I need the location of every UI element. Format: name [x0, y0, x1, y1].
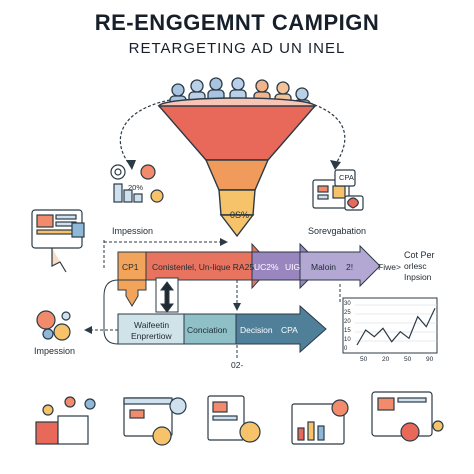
chart-series-line	[356, 308, 436, 346]
chart-x-tick: 90	[426, 356, 434, 363]
curve-arrow-right-head	[330, 160, 341, 170]
gears-network-icon	[36, 310, 71, 341]
podium-people-icon	[35, 396, 96, 445]
flow-segment-d: Maloin	[311, 262, 337, 272]
page-title: RE-ENGGEMNT CAMPIGN	[94, 10, 380, 35]
chart-y-tick: 10	[344, 337, 351, 343]
left-mid-label: Impession	[34, 346, 76, 356]
flow-segment-e: 2!	[346, 262, 354, 272]
chart-y-tick: 25	[344, 310, 351, 316]
line-chart	[342, 297, 438, 354]
dashed-connector-head	[220, 238, 228, 246]
flow-bottom-cpa: CPA	[281, 325, 298, 335]
flow-segment-c: UIG	[285, 262, 301, 272]
flow-segment-f: Fiwe>	[378, 262, 401, 272]
browser-dollar-icon	[123, 397, 187, 446]
flow-bottom-decision: Decision	[240, 325, 273, 335]
flow-segment-b: UC2%	[254, 262, 279, 272]
chart-y-tick: 20	[344, 319, 351, 325]
chart-x-tick: 50	[404, 356, 412, 363]
right-top-badge: CPA	[339, 173, 354, 182]
left-top-label: Impession	[112, 226, 154, 236]
monitor-gear-icon	[371, 391, 444, 442]
flow-right-note-3: Inpsion	[404, 272, 432, 282]
flow-bottom-mid: Conciation	[187, 325, 228, 335]
curve-arrow-right	[299, 99, 346, 166]
flow-bottom-below: 02-	[231, 360, 244, 370]
flow-right-note-2: orlesc	[404, 261, 427, 271]
gear-dollar-bulb-icon	[110, 164, 164, 203]
page-subtitle: RETARGETING AD UN INEL	[128, 40, 346, 57]
flow-segment-a: Conistenlel, Un-lique RA25	[152, 262, 255, 272]
curve-arrow-left-head	[126, 160, 136, 170]
flow-bottom-left-2: Enprertiow	[131, 331, 172, 341]
flow-bottom-arrows	[117, 304, 327, 354]
chart-y-tick: 15	[344, 328, 351, 334]
chart-y-tick: 30	[344, 301, 351, 307]
flow-right-note-1: Cot Per	[404, 250, 435, 260]
right-top-label: Sorevgabation	[308, 226, 367, 236]
flow-bottom-left-1: Waifeetin	[134, 320, 170, 330]
down-arrow-orange	[117, 279, 147, 307]
up-down-arrow-icon	[155, 277, 179, 313]
flow-cp1-label: CP1	[122, 262, 139, 272]
curve-arrow-left	[119, 99, 171, 166]
funnel-shape	[157, 97, 317, 238]
u-connector	[103, 279, 119, 345]
monitor-cart-icon	[312, 169, 364, 211]
chart-x-tick: 20	[382, 356, 390, 363]
funnel-percent-label: 0S%	[230, 210, 250, 220]
flow-top-arrows	[117, 242, 381, 290]
bar-chart-target-icon	[291, 399, 349, 445]
dashed-connector-top	[103, 240, 220, 268]
document-clock-icon	[207, 395, 261, 443]
chart-y-tick: 0	[344, 346, 348, 352]
chart-x-tick: 50	[360, 356, 368, 363]
left-top-percent: 20%	[128, 183, 144, 192]
tablet-touch-icon	[31, 209, 85, 273]
